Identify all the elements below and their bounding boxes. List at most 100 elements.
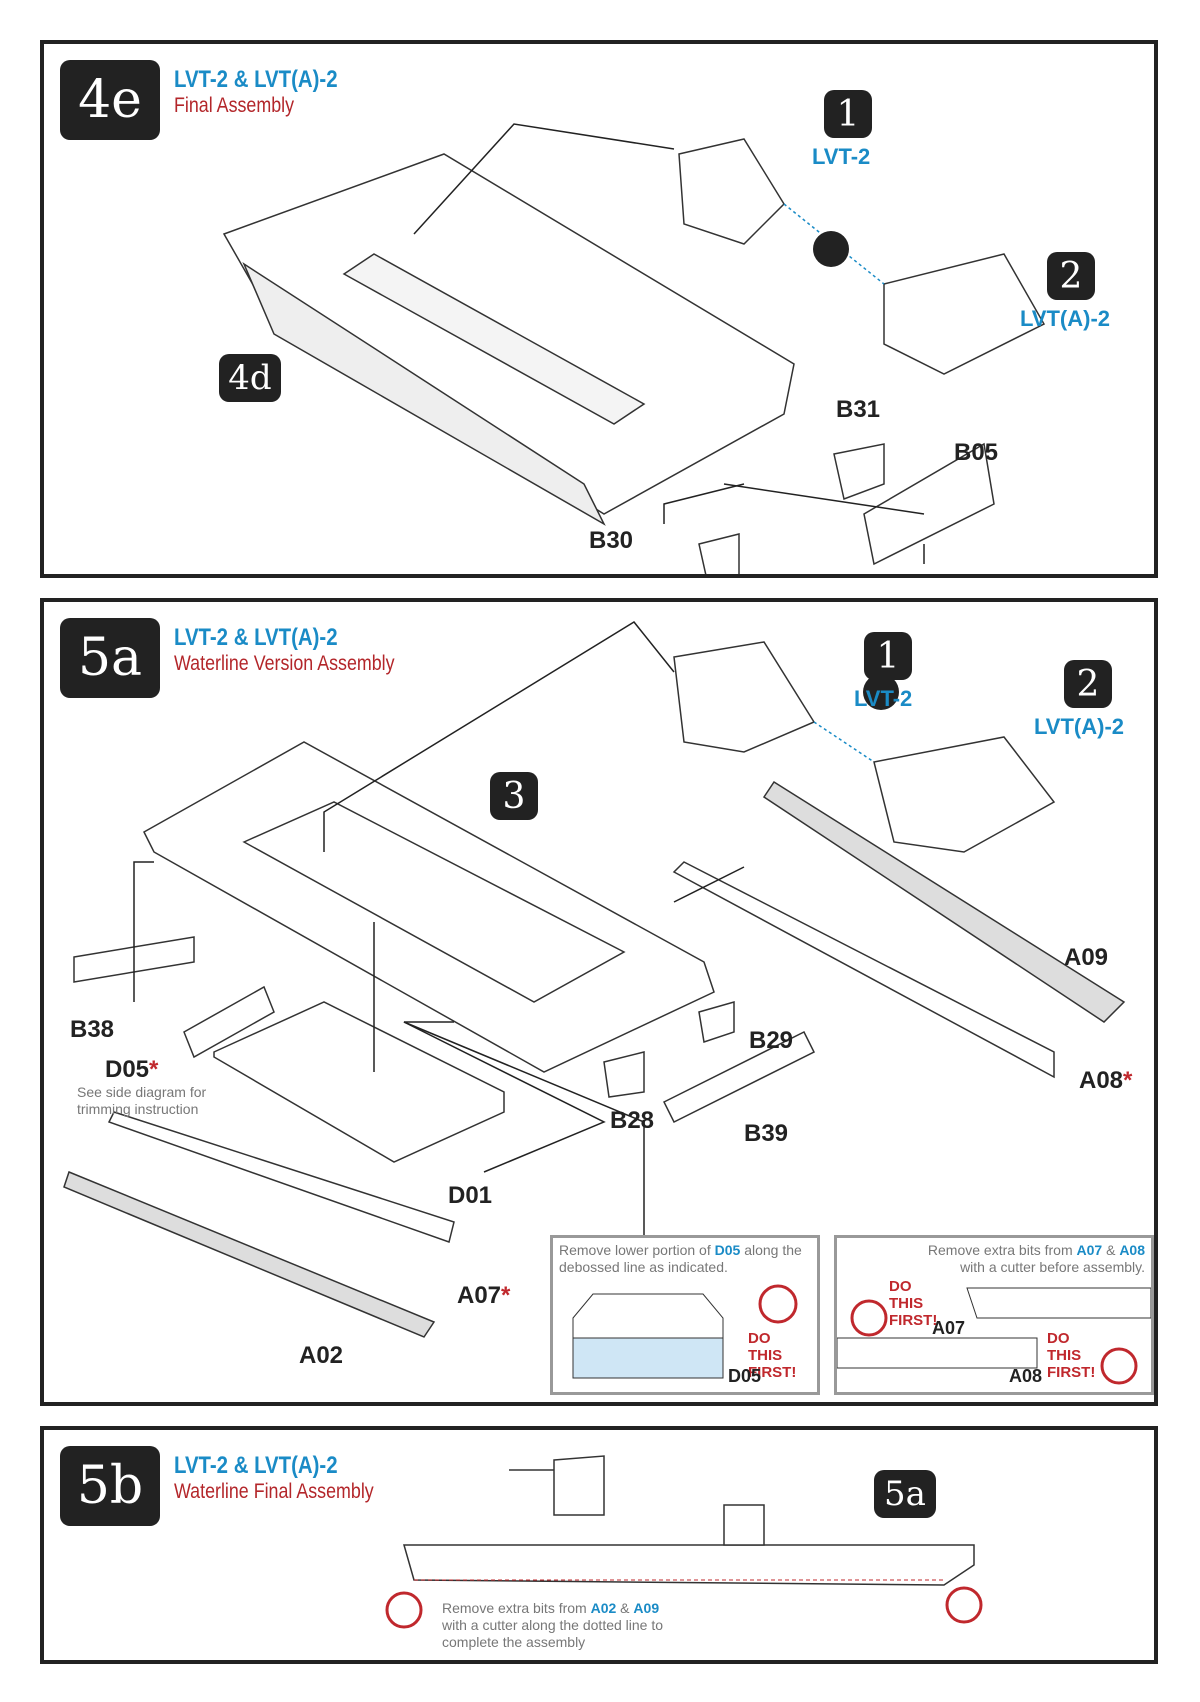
no-cut-icon (1100, 1347, 1138, 1385)
note-text: & (616, 1600, 634, 1616)
part-a07-drawing (107, 1111, 455, 1243)
d05-side-diagram (572, 1284, 798, 1379)
part-label-b31: B31 (836, 396, 881, 423)
step-5a-diagram (63, 621, 1126, 1338)
warning-text: DO THIS FIRST! (889, 1278, 938, 1329)
no-cut-icon (850, 1299, 888, 1337)
a07-a08-trim-note: Remove extra bits from A07 & A08 with a … (915, 1242, 1145, 1276)
turret-2-drawing (883, 253, 1046, 375)
option-1-label: LVT-2 (812, 144, 871, 169)
subtitle-text: Waterline Final Assembly (174, 1480, 374, 1503)
note-text: Remove extra bits from (442, 1600, 591, 1616)
part-label-d05: D05* (105, 1056, 158, 1084)
part-b05-drawing (863, 442, 995, 566)
alternative-icon (863, 674, 899, 710)
note-part: D05 (714, 1242, 741, 1258)
trim-note: Remove extra bits from A02 & A09 with a … (442, 1600, 672, 1651)
part-b30-drawing (698, 533, 740, 574)
note-part: A09 (633, 1600, 660, 1616)
part-id: D05 (105, 1056, 150, 1083)
star-mark: * (501, 1282, 511, 1309)
ref-step-badge: 5a (874, 1470, 936, 1518)
option-2-label: LVT(A)-2 (1020, 306, 1111, 331)
turret-drawing (553, 1455, 605, 1516)
track-a09-drawing (762, 780, 1126, 1023)
part-label-a07: A07 (932, 1318, 966, 1338)
waterline-hull-drawing (403, 1544, 975, 1586)
note-text: with a cutter before assembly. (960, 1259, 1145, 1275)
option-1-badge: 1 (864, 632, 912, 680)
step-4e-diagram (222, 123, 1046, 574)
part-label-b38: B38 (70, 1016, 115, 1043)
star-mark: * (149, 1056, 159, 1083)
alternative-icon (813, 231, 849, 267)
a07-a08-side-diagram (837, 1287, 1151, 1385)
part-label-b05: B05 (954, 439, 999, 466)
part-a08-drawing (672, 861, 1055, 1079)
part-label-d01: D01 (448, 1182, 493, 1209)
warning-text: DO THIS FIRST! (1047, 1330, 1096, 1381)
star-mark: * (1123, 1067, 1133, 1094)
d05-trim-box: Remove lower portion of D05 along the de… (550, 1235, 820, 1395)
d05-trim-note: Remove lower portion of D05 along the de… (559, 1242, 814, 1276)
part-label-d05: D05 (728, 1366, 762, 1386)
track-a02-drawing (63, 1171, 436, 1338)
note-text: with a cutter along the dotted line to c… (442, 1617, 664, 1650)
step-title: LVT-2 & LVT(A)-2 Final Assembly (174, 66, 366, 118)
step-5b-panel: 5b LVT-2 & LVT(A)-2 Waterline Final Asse… (40, 1426, 1158, 1664)
no-cut-icon (945, 1586, 983, 1624)
note-text: Remove lower portion of (559, 1242, 715, 1258)
sub-step-badge: 3 (490, 772, 538, 820)
title-text: LVT-2 & LVT(A)-2 (174, 1452, 338, 1479)
part-id: A08 (1079, 1067, 1124, 1094)
subtitle-text: Final Assembly (174, 94, 295, 117)
turret-1-drawing (673, 641, 816, 753)
note-part: A02 (590, 1600, 617, 1616)
step-title: LVT-2 & LVT(A)-2 Waterline Final Assembl… (174, 1452, 409, 1504)
no-cut-icon (385, 1591, 423, 1629)
option-2-label: LVT(A)-2 (1034, 714, 1125, 739)
step-badge: 4e (60, 60, 160, 140)
step-title: LVT-2 & LVT(A)-2 Waterline Version Assem… (174, 624, 434, 676)
option-2-badge: 2 (1047, 252, 1095, 300)
part-label-a08: A08 (1009, 1366, 1043, 1386)
turret-2-drawing (873, 736, 1056, 853)
note-text: & (1102, 1242, 1120, 1258)
part-label-b29: B29 (749, 1027, 794, 1054)
note-text: along the debossed line as indicated. (559, 1242, 802, 1275)
part-label-a07: A07* (457, 1282, 510, 1310)
part-b31-drawing (833, 443, 885, 501)
option-1-label: LVT-2 (854, 686, 913, 711)
note-part: A08 (1119, 1242, 1145, 1258)
part-label-b39: B39 (744, 1120, 789, 1147)
part-b28-drawing (603, 1051, 645, 1098)
no-cut-icon (758, 1284, 798, 1324)
option-2-badge: 2 (1064, 660, 1112, 708)
ref-step-badge: 4d (219, 354, 281, 402)
step-5b-diagram (385, 1455, 983, 1629)
part-b29-drawing (698, 1001, 735, 1043)
part-d05-drawing (183, 985, 275, 1059)
note-part: A07 (1076, 1242, 1103, 1258)
part-id: A07 (457, 1282, 502, 1309)
title-text: LVT-2 & LVT(A)-2 (174, 66, 338, 93)
part-label-b28: B28 (610, 1107, 655, 1134)
part-label-a02: A02 (299, 1342, 344, 1369)
part-label-b30: B30 (589, 527, 634, 554)
option-1-badge: 1 (824, 90, 872, 138)
note-text: Remove extra bits from (927, 1242, 1077, 1258)
step-4e-panel: 4e LVT-2 & LVT(A)-2 Final Assembly 4d 1 … (40, 40, 1158, 578)
turret-1-drawing (678, 138, 785, 245)
a07-a08-trim-box: Remove extra bits from A07 & A08 with a … (834, 1235, 1154, 1395)
part-d01-drawing (213, 1001, 505, 1163)
title-text: LVT-2 & LVT(A)-2 (174, 624, 338, 651)
subtitle-text: Waterline Version Assembly (174, 652, 395, 675)
step-5a-panel: 5a LVT-2 & LVT(A)-2 Waterline Version As… (40, 598, 1158, 1406)
part-label-a08: A08* (1079, 1067, 1132, 1095)
step-badge: 5b (60, 1446, 160, 1526)
warning-text: DO THIS FIRST! (748, 1330, 797, 1381)
part-b39-drawing (662, 1030, 816, 1124)
part-label-a09: A09 (1064, 944, 1109, 971)
d05-note: See side diagram for trimming instructio… (77, 1084, 207, 1117)
step-badge: 5a (60, 618, 160, 698)
